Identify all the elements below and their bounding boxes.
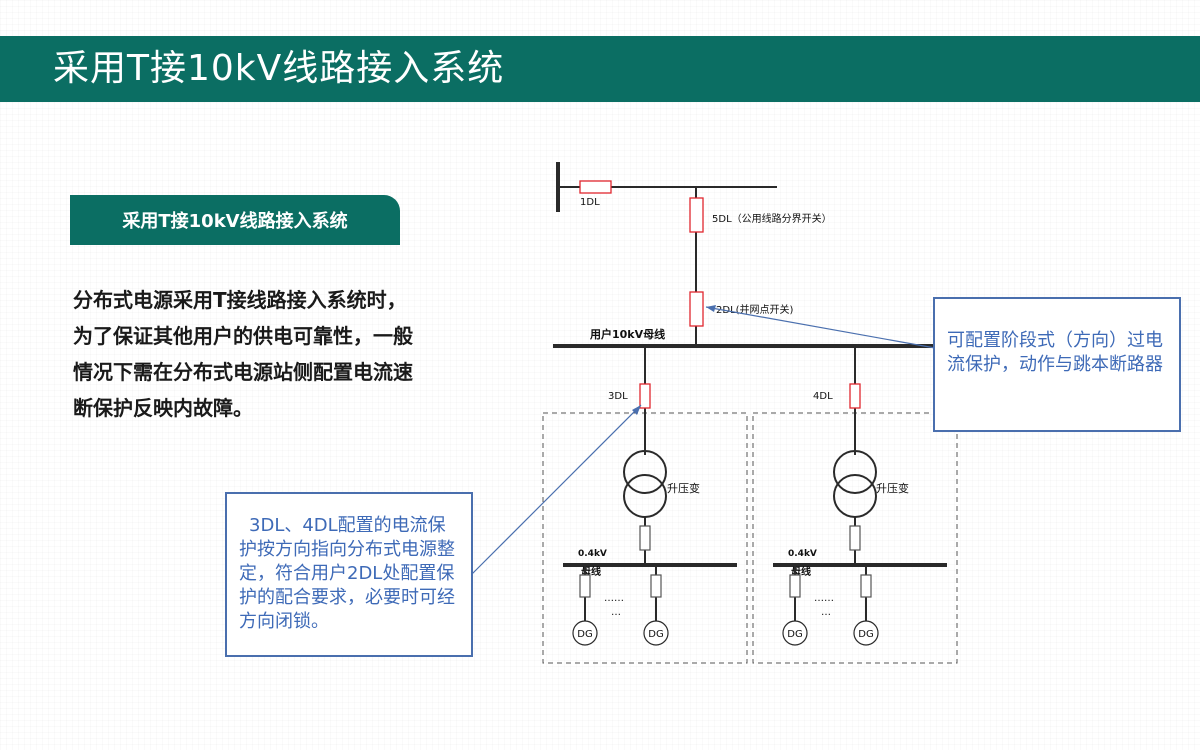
callout-left-arrowhead: [632, 405, 641, 415]
transformer-right-secondary: [833, 474, 877, 518]
label-3dl: 3DL: [608, 391, 628, 402]
label-dg-left-2: DG: [648, 629, 663, 640]
dg-right-2: [853, 620, 879, 646]
label-dg-left-1: DG: [577, 629, 592, 640]
label-5dl: 5DL（公用线路分界开关）: [712, 212, 832, 225]
lv-breaker-right: [849, 525, 861, 551]
callout-right-pointer: [705, 306, 936, 349]
breaker-5dl: [689, 197, 704, 233]
breaker-4dl: [849, 383, 861, 409]
label-dg-right-1: DG: [787, 629, 802, 640]
breaker-3dl: [639, 383, 651, 409]
label-2dl: 2DL(并网点开关): [716, 303, 794, 316]
title-bar: 采用T接10kV线路接入系统: [0, 36, 1200, 102]
label-1dl: 1DL: [580, 197, 600, 208]
dg-breaker-right-2: [860, 574, 872, 598]
dg-right-1: [782, 620, 808, 646]
callout-3dl-4dl-protection: 3DL、4DL配置的电流保护按方向指向分布式电源整定，符合用户2DL处配置保护的…: [225, 492, 473, 657]
label-lv-right-voltage: 0.4kV: [788, 549, 817, 559]
callout-right-arrowhead: [706, 305, 716, 312]
callout-right-text: 可配置阶段式（方向）过电流保护，动作与跳本断路器: [947, 330, 1163, 375]
callout-left-text: 3DL、4DL配置的电流保护按方向指向分布式电源整定，符合用户2DL处配置保护的…: [239, 515, 455, 632]
ellipsis-left-2: …: [611, 607, 621, 618]
label-lv-left-voltage: 0.4kV: [578, 549, 607, 559]
callout-left-pointer: [470, 404, 642, 576]
label-transformer-right: 升压变: [876, 481, 909, 495]
breaker-1dl: [579, 180, 612, 194]
dg-breaker-right-1: [789, 574, 801, 598]
ellipsis-right: ……: [814, 593, 834, 604]
transformer-left-primary: [623, 450, 667, 494]
dg-left-2: [643, 620, 669, 646]
section-tab: 采用T接10kV线路接入系统: [70, 195, 400, 245]
callout-directional-protection: 可配置阶段式（方向）过电流保护，动作与跳本断路器: [933, 297, 1181, 432]
label-4dl: 4DL: [813, 391, 833, 402]
dg-breaker-left-1: [579, 574, 591, 598]
ellipsis-right-2: …: [821, 607, 831, 618]
transformer-left-secondary: [623, 474, 667, 518]
breaker-2dl: [689, 291, 704, 327]
dg-breaker-left-2: [650, 574, 662, 598]
page-title: 采用T接10kV线路接入系统: [53, 48, 505, 89]
label-transformer-left: 升压变: [667, 481, 700, 495]
transformer-right-primary: [833, 450, 877, 494]
body-paragraph: 分布式电源采用T接线路接入系统时，为了保证其他用户的供电可靠性，一般情况下需在分…: [73, 288, 413, 420]
dg-left-1: [572, 620, 598, 646]
label-dg-right-2: DG: [858, 629, 873, 640]
label-user-bus: 用户10kV母线: [590, 327, 665, 341]
lv-breaker-left: [639, 525, 651, 551]
ellipsis-left: ……: [604, 593, 624, 604]
